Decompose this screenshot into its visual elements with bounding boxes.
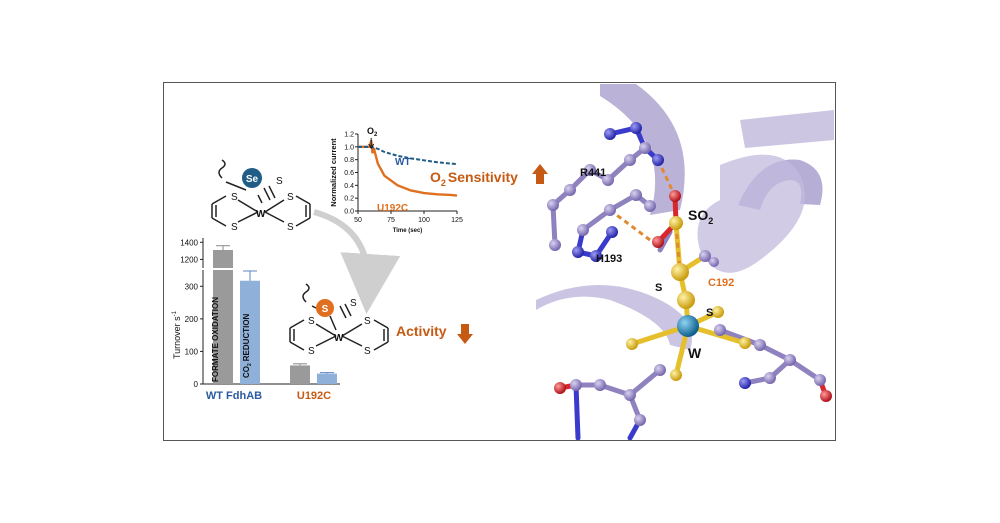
y-tick-label: 0.2	[344, 196, 354, 203]
x-tick-label: 50	[354, 217, 362, 224]
s-left-label: S	[655, 282, 662, 294]
squiggle-bond	[218, 159, 226, 179]
ligand-s-5: S	[308, 316, 315, 327]
formate-oxidation-label: FORMATE OXIDATION	[211, 297, 220, 382]
u192c-curve-label: U192C	[377, 203, 408, 214]
o2-injection-arrowhead	[368, 143, 375, 149]
x-tick-label: 75	[387, 217, 395, 224]
se-atom-circle	[242, 168, 262, 188]
s-atom-circle	[316, 299, 334, 317]
arrow-up-icon	[532, 164, 548, 184]
strand-ribbon	[740, 110, 834, 148]
ligand-s-4: S	[287, 222, 294, 233]
bar-0-1	[290, 365, 310, 384]
bar-1-0	[240, 280, 260, 384]
s-complex	[289, 283, 389, 351]
transition-arrow	[313, 209, 401, 314]
c192-label: C192	[708, 277, 734, 289]
w-structure-label: W	[688, 345, 702, 361]
helix-ribbon-top	[600, 84, 685, 215]
squiggle-bond-2	[302, 283, 310, 303]
y-tick-label: 1.2	[344, 132, 354, 139]
u192c-group-label: U192C	[297, 390, 331, 402]
protein-structure	[536, 84, 834, 440]
tungsten-label-2: W	[334, 333, 344, 344]
co2-reduction-label: CO2REDUCTION	[242, 313, 253, 378]
y-tick-label: 1200	[180, 255, 198, 264]
h193-label: H193	[596, 253, 622, 265]
x-tick-label: 125	[451, 217, 463, 224]
y-tick-label: 300	[185, 282, 199, 291]
y-tick-label: 0	[194, 380, 199, 389]
loop-ribbon	[536, 285, 692, 350]
r441-label: R441	[580, 167, 606, 179]
arrow-down-icon	[457, 324, 473, 344]
double-bond-s-label-2: S	[350, 298, 357, 309]
se-complex	[211, 159, 311, 227]
wt-fdhab-group-label: WT FdhAB	[206, 390, 262, 402]
o2-marker-label: O2	[367, 126, 378, 138]
y-tick-label: 0.8	[344, 157, 354, 164]
ligand-s-6: S	[308, 346, 315, 357]
ligand-s-3: S	[287, 192, 294, 203]
wt-curve-label: WT	[395, 157, 411, 168]
s-atom-label: S	[322, 304, 329, 315]
bar-0-0-upper	[213, 250, 233, 268]
y-tick-label: 0.0	[344, 209, 354, 216]
double-bond-s-label: S	[276, 176, 283, 187]
tungsten-atom	[677, 315, 699, 337]
y-tick-label: 1.0	[344, 144, 354, 151]
ligand-s-2: S	[231, 222, 238, 233]
ligand-s-1: S	[231, 192, 238, 203]
y-tick-label: 0.4	[344, 183, 354, 190]
activity-label: Activity	[396, 323, 447, 339]
atom-spheres	[547, 122, 832, 426]
series-line-wt	[358, 145, 458, 166]
y-axis-label: Normalized current	[329, 138, 338, 207]
ligand-s-8: S	[364, 346, 371, 357]
se-atom-label: Se	[246, 174, 259, 185]
so2-label: SO2	[688, 207, 713, 226]
y-axis-label: Turnover s-1	[172, 310, 182, 359]
y-tick-label: 1400	[180, 238, 198, 247]
y-tick-label: 200	[185, 315, 199, 324]
x-axis-label: Time (sec)	[393, 228, 423, 234]
bar-1-1	[317, 373, 337, 384]
y-axis-label-sup: -1	[172, 310, 178, 316]
y-tick-label: 100	[185, 347, 199, 356]
bar-0-0-lower	[213, 270, 233, 384]
x-tick-label: 100	[418, 217, 430, 224]
y-tick-label: 0.6	[344, 170, 354, 177]
ligand-s-7: S	[364, 316, 371, 327]
tungsten-label: W	[256, 209, 266, 220]
helix-ribbon-mid	[697, 154, 805, 273]
s-right-label: S	[706, 307, 713, 319]
